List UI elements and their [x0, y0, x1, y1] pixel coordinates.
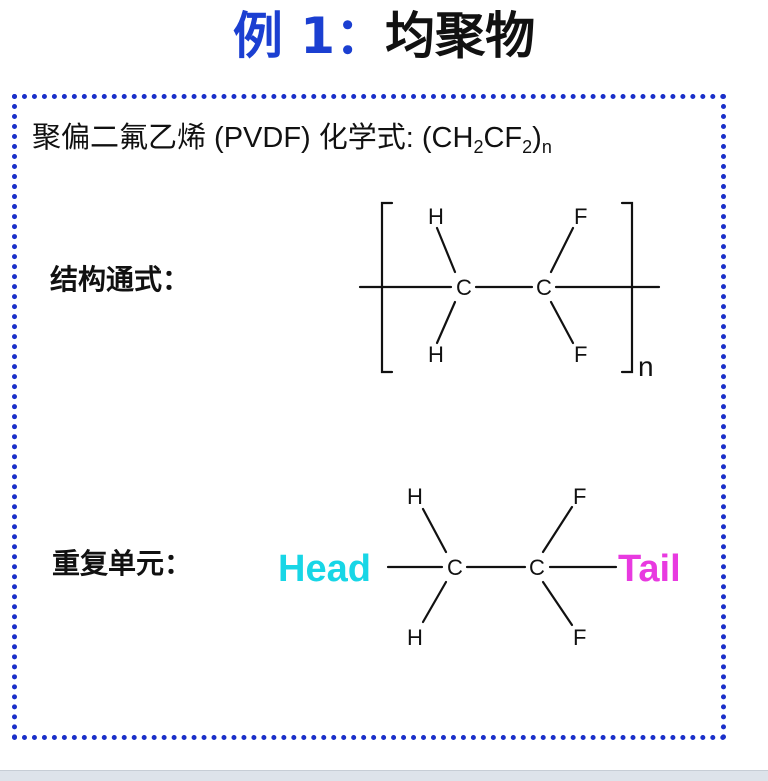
- formula-sub-n: n: [541, 137, 552, 157]
- bond-h-bottom: [435, 300, 457, 345]
- title-main: 均聚物: [385, 7, 536, 65]
- right-bracket: [620, 201, 634, 374]
- ru-atom-c-right: C: [529, 555, 545, 580]
- ru-atom-h-top: H: [407, 484, 423, 509]
- tail-label: Tail: [618, 548, 681, 590]
- left-bracket: [380, 201, 394, 374]
- ru-atom-h-bottom: H: [407, 625, 423, 650]
- repeat-index-n: n: [638, 351, 654, 382]
- formula-name: 聚偏二氟乙烯 (PVDF) 化学式: (CH: [32, 122, 474, 154]
- atom-f-top: F: [574, 204, 587, 229]
- atom-f-bottom: F: [574, 342, 587, 367]
- repeat-unit-label: 重复单元：: [52, 547, 193, 580]
- window-bottom-edge: [0, 770, 768, 781]
- repeat-unit-diagram: [386, 505, 618, 627]
- formula-close: ): [532, 122, 542, 154]
- ru-bond-h-bottom: [421, 580, 448, 624]
- formula-sub-2: 2: [522, 137, 533, 157]
- bond-f-top: [549, 226, 575, 274]
- atom-c-left: C: [456, 275, 472, 300]
- dotted-frame: [12, 94, 726, 740]
- atom-h-top: H: [428, 204, 444, 229]
- head-label: Head: [278, 548, 371, 590]
- ru-bond-f-top: [541, 505, 574, 554]
- ru-bond-f-bottom: [541, 580, 574, 627]
- bond-f-bottom: [549, 300, 575, 345]
- atom-h-bottom: H: [428, 342, 444, 367]
- formula-mid: CF: [483, 122, 523, 154]
- general-structure-diagram: [358, 201, 661, 374]
- atom-c-right: C: [536, 275, 552, 300]
- formula-sub-1: 2: [473, 137, 484, 157]
- ru-atom-f-bottom: F: [573, 625, 586, 650]
- slide-title: 例 1：均聚物: [0, 4, 768, 68]
- ru-bond-h-top: [421, 507, 448, 554]
- ru-atom-f-top: F: [573, 484, 586, 509]
- chemical-formula-line: 聚偏二氟乙烯 (PVDF) 化学式: (CH2CF2)n: [32, 119, 552, 157]
- ru-atom-c-left: C: [447, 555, 463, 580]
- structure-label: 结构通式：: [50, 263, 191, 296]
- title-prefix: 例 1：: [232, 7, 386, 65]
- bond-h-top: [435, 226, 457, 274]
